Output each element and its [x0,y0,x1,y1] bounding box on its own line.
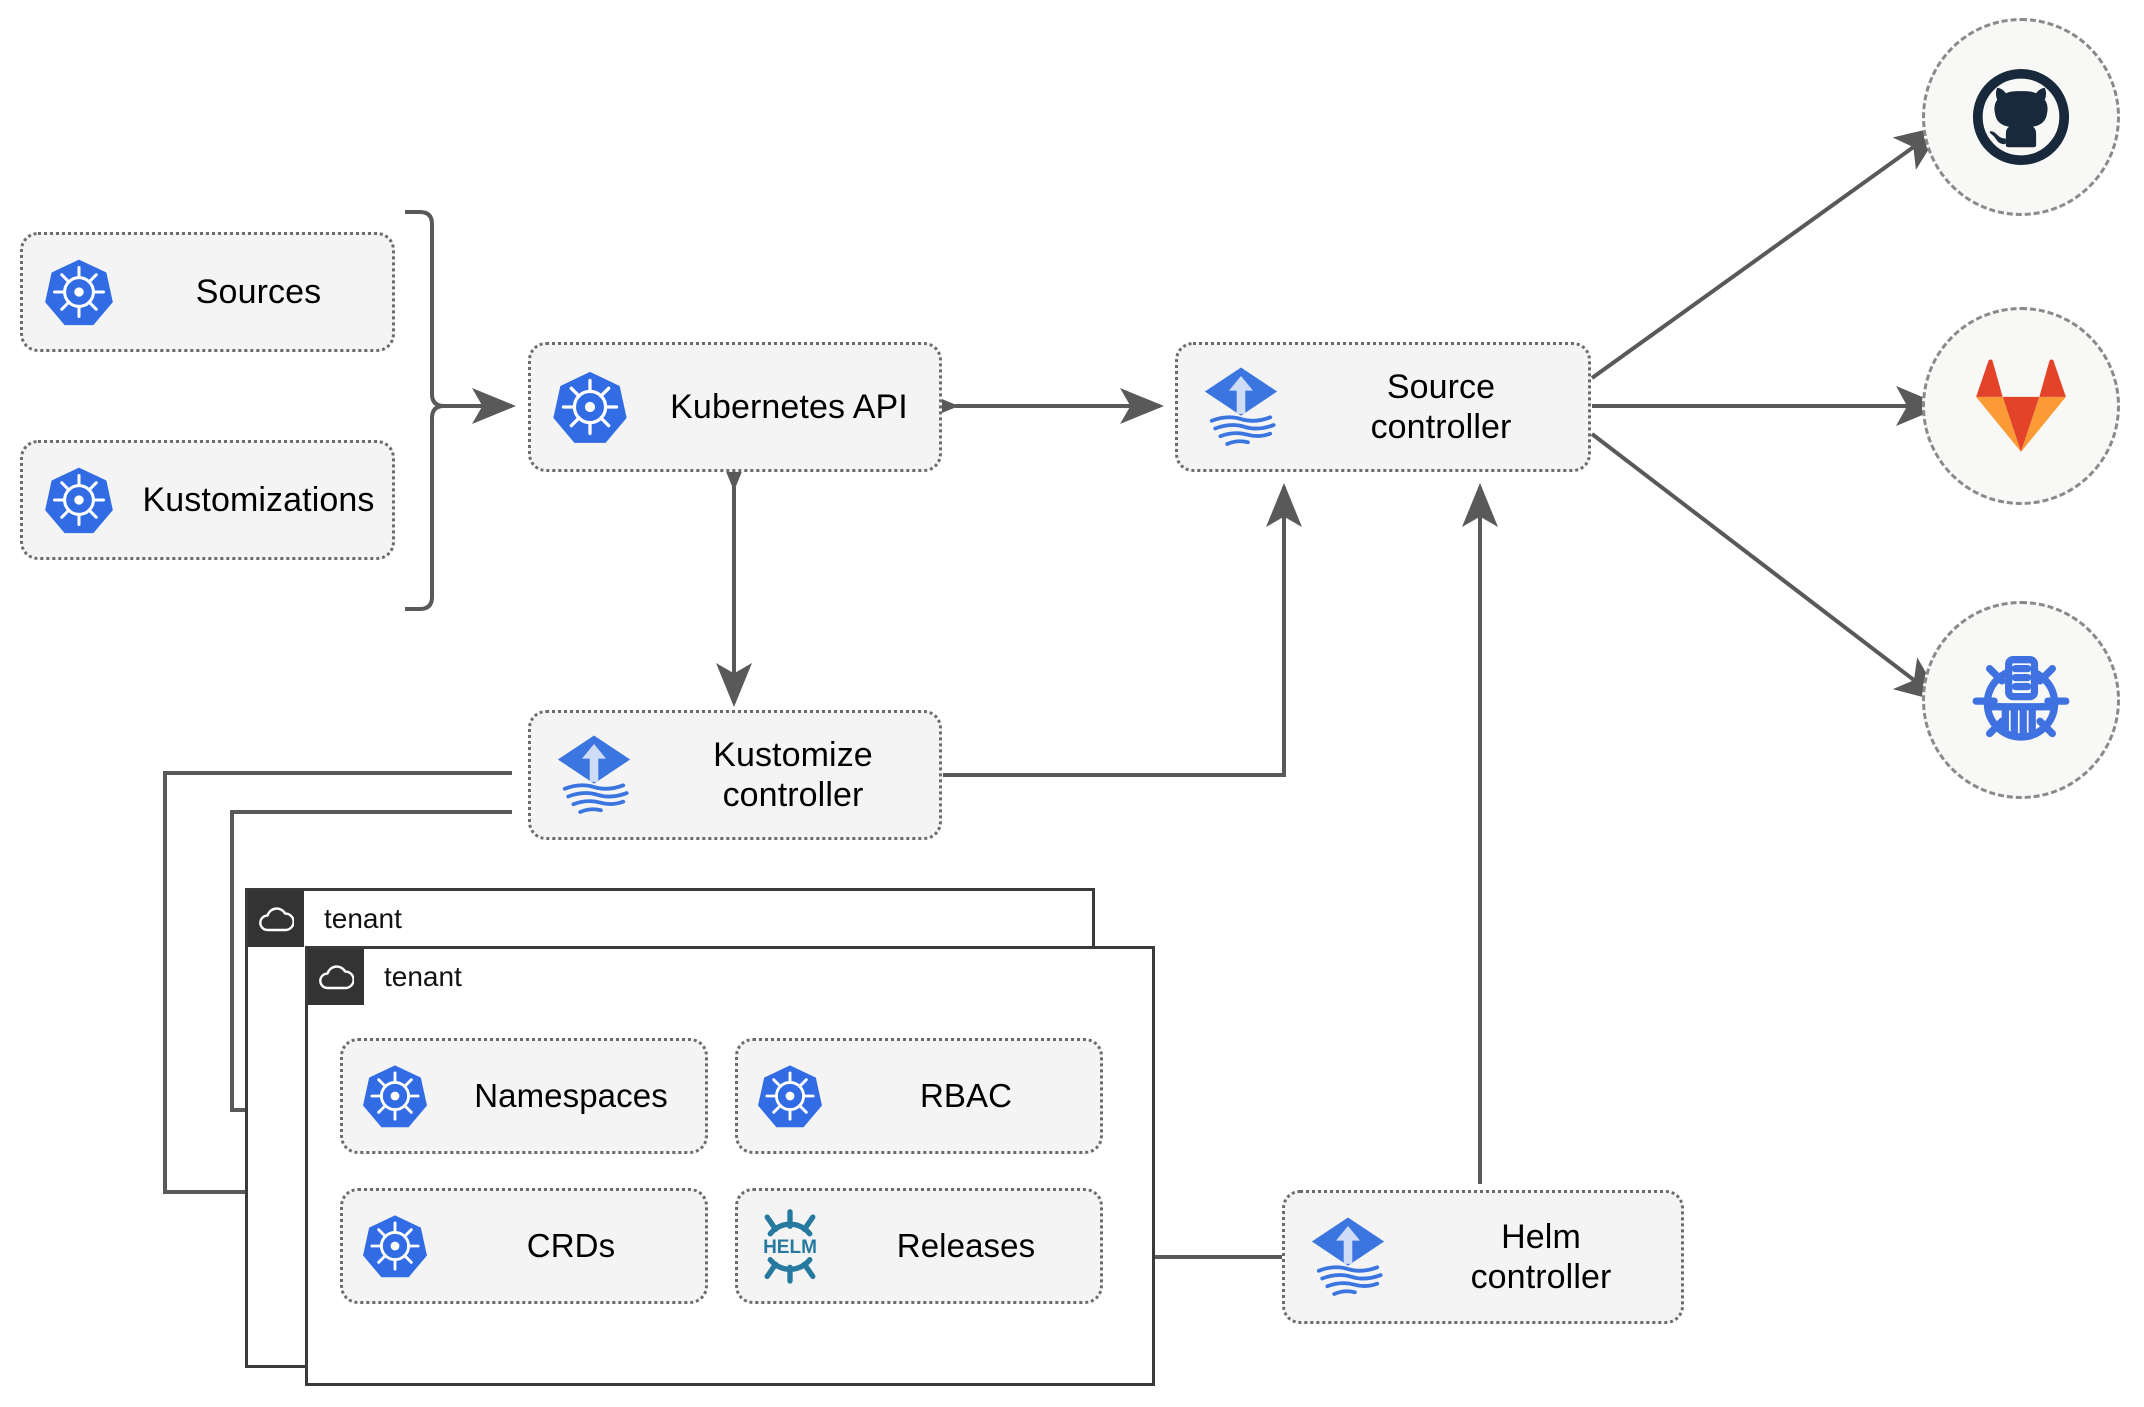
kubernetes-icon [343,1212,447,1280]
container-registry-icon [1972,656,2070,741]
node-kustomize-controller[interactable]: Kustomize controller [528,710,942,840]
kubernetes-icon [738,1062,842,1130]
node-label: Source controller [1370,367,1512,446]
cloud-icon [248,891,304,947]
tenant-header: tenant [248,891,402,947]
tenant-name: tenant [384,961,462,992]
provider-gitlab[interactable] [1922,307,2120,505]
kubernetes-icon [23,464,135,536]
node-source-controller[interactable]: Source controller [1175,342,1591,472]
node-crds[interactable]: CRDs [340,1188,708,1304]
cloud-icon [308,949,364,1005]
gitlab-icon [1976,359,2066,452]
tenant-frame-inner: tenant [305,946,1155,1386]
node-label: Helm controller [1470,1217,1612,1296]
node-label: Kustomizations [142,480,375,519]
node-label: Kustomize controller [713,735,873,814]
kubernetes-icon [23,256,135,328]
flux-icon [531,732,657,818]
node-namespaces[interactable]: Namespaces [340,1038,708,1154]
flux-icon [1285,1214,1411,1300]
node-helm-controller[interactable]: Helm controller [1282,1190,1684,1324]
flux-icon [1178,364,1304,450]
node-sources[interactable]: Sources [20,232,395,352]
github-icon [1972,68,2070,166]
node-kubernetes-api[interactable]: Kubernetes API [528,342,942,472]
node-label: Namespaces [474,1076,668,1114]
provider-registry[interactable] [1922,601,2120,799]
kubernetes-icon [531,368,649,446]
tenant-header: tenant [308,949,462,1005]
node-releases[interactable]: HELM Releases [735,1188,1103,1304]
node-label: CRDs [526,1226,616,1264]
node-label: Releases [896,1226,1036,1264]
node-kustomizations[interactable]: Kustomizations [20,440,395,560]
node-label: Kubernetes API [670,387,908,426]
node-rbac[interactable]: RBAC [735,1038,1103,1154]
kubernetes-icon [343,1062,447,1130]
helm-icon: HELM [738,1208,842,1284]
tenant-name: tenant [324,903,402,934]
node-label: RBAC [919,1076,1013,1114]
helm-wordmark: HELM [763,1237,817,1258]
provider-github[interactable] [1922,18,2120,216]
node-label: Sources [195,272,322,311]
